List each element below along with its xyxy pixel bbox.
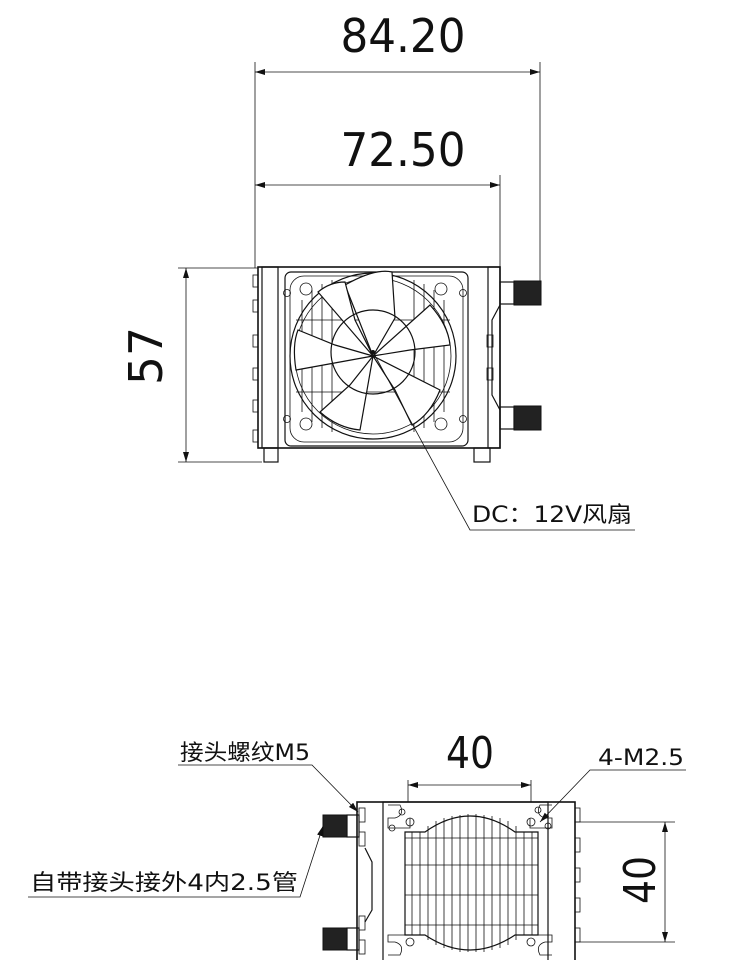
thread-callout: 接头螺纹M5	[178, 741, 359, 813]
dim-text-57: 57	[119, 327, 173, 385]
dimension-body-width: 72.50	[255, 123, 501, 268]
bottom-grille	[405, 814, 538, 952]
dimension-overall-width: 84.20	[254, 9, 541, 288]
fan-label: DC：12V风扇	[472, 503, 632, 528]
bottom-view: 40 40	[28, 728, 686, 960]
tube-callout: 自带接头接外4内2.5管	[28, 825, 324, 898]
dimension-height: 57	[119, 267, 262, 463]
cooler-body-front	[252, 266, 542, 463]
tube-label: 自带接头接外4内2.5管	[30, 871, 298, 896]
cooler-body-bottom	[322, 801, 581, 960]
dimension-hole-spacing-x: 40	[407, 728, 532, 822]
fitting-bottom	[499, 405, 542, 431]
hole-label: 4-M2.5	[598, 746, 684, 771]
hole-callout: 4-M2.5	[539, 746, 686, 823]
dim-text-40-vertical: 40	[615, 856, 666, 904]
dim-text-84-20: 84.20	[341, 9, 466, 63]
fitting-top	[499, 280, 542, 306]
fan-callout: DC：12V风扇	[372, 351, 635, 531]
dim-text-40-horizontal: 40	[446, 728, 494, 779]
bottom-fitting-top	[322, 814, 360, 838]
thread-label: 接头螺纹M5	[180, 741, 310, 766]
dim-text-72-50: 72.50	[341, 123, 466, 177]
top-view: 84.20 72.50 57	[119, 9, 635, 531]
fan-hub	[330, 309, 416, 395]
dimension-hole-spacing-y: 40	[540, 821, 675, 943]
bottom-fitting-bottom	[322, 927, 360, 951]
fan-blades	[293, 270, 451, 431]
